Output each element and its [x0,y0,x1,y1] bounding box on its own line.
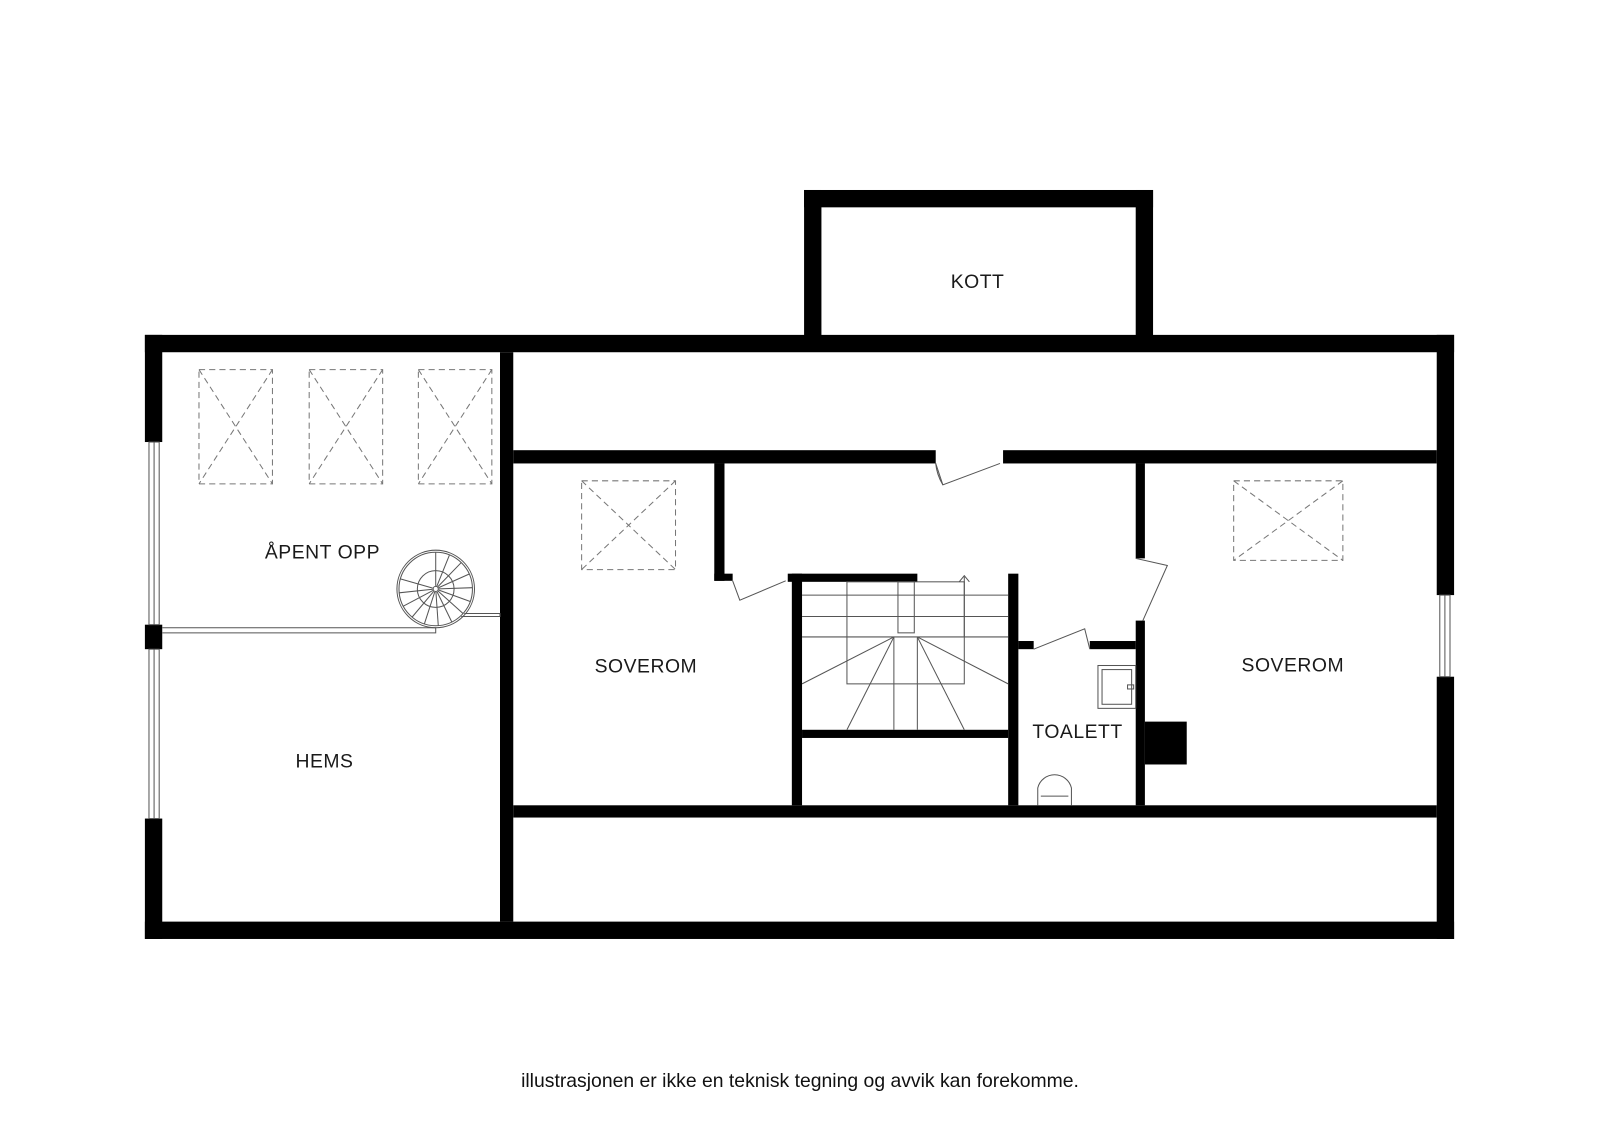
windows [148,441,1451,820]
room-label-soverom-left: SOVEROM [595,656,698,678]
staircase [801,574,1009,731]
doors [732,462,1169,650]
skylight [1233,480,1344,561]
room-label-apent-opp: ÅPENT OPP [265,540,380,563]
disclaimer-footer: illustrasjonen er ikke en teknisk tegnin… [521,1070,1079,1092]
skylight [308,369,384,485]
spiral-stair [162,549,501,634]
skylight [198,369,273,485]
fixtures [1037,664,1137,806]
toilet [1037,774,1072,806]
kott-walls [804,189,1154,344]
chimney [1144,721,1187,765]
outer-walls [144,334,1455,939]
interior-walls [500,352,1437,922]
room-label-kott: KOTT [951,271,1005,293]
room-label-soverom-right: SOVEROM [1242,655,1345,677]
skylight [581,480,677,571]
sink [1097,664,1137,709]
skylight [417,369,493,485]
room-label-toalett: TOALETT [1032,721,1122,743]
skylights [198,369,1344,571]
room-label-hems: HEMS [295,751,353,773]
